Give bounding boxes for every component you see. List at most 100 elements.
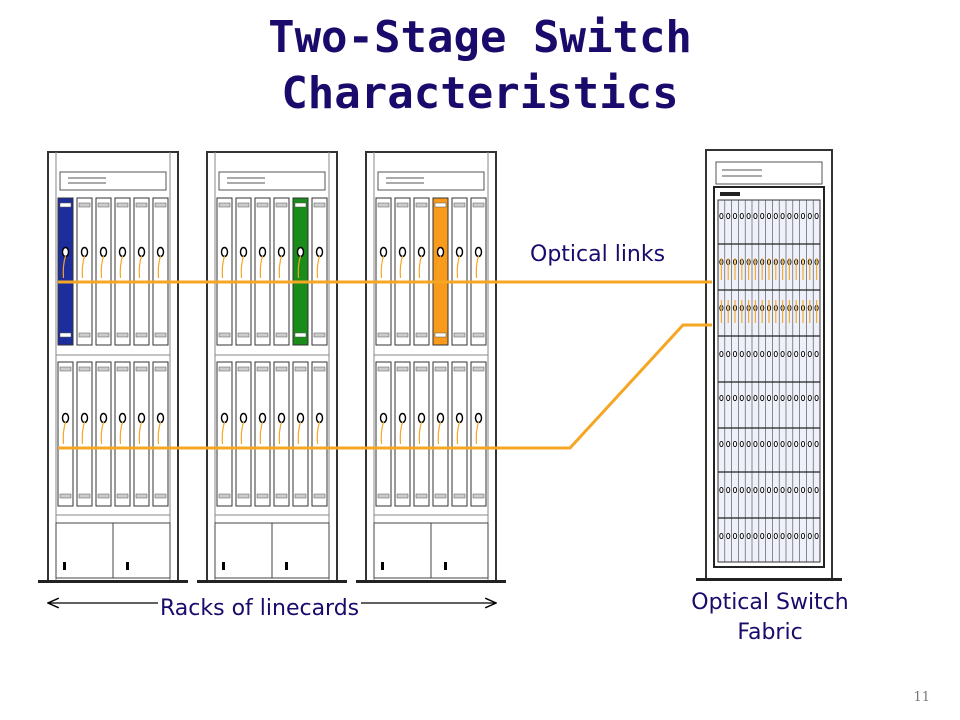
fabric-port: [787, 394, 792, 402]
linecard: [133, 361, 150, 507]
linecard-latch: [218, 366, 231, 372]
linecard-latch: [377, 366, 390, 372]
fiber-connector: [436, 246, 445, 258]
fiber-connector: [258, 412, 267, 424]
linecard-latch: [313, 493, 326, 499]
fiber-stub: [456, 421, 461, 445]
fabric-port: [719, 350, 724, 358]
linecard: [216, 197, 233, 346]
fabric-port: [794, 486, 799, 494]
fiber-stub: [297, 421, 302, 445]
rack-label-plate: [218, 171, 326, 191]
fabric-indicator: [720, 192, 740, 196]
linecard: [394, 197, 411, 346]
linecard-highlighted: [292, 197, 309, 346]
fiber-stub: [418, 255, 423, 279]
fabric-port: [739, 212, 744, 220]
fabric-port: [800, 212, 806, 220]
cabinet-handle: [126, 562, 129, 570]
fiber-connector: [137, 412, 146, 424]
optical-switch-fabric-rack: [696, 149, 842, 581]
optical-links-label: Optical links: [530, 242, 666, 267]
fabric-port: [800, 486, 806, 494]
fabric-port: [766, 532, 772, 540]
fiber-connector: [220, 246, 229, 258]
linecard-latch: [453, 366, 466, 372]
fabric-port: [726, 212, 731, 220]
fabric-port: [766, 486, 772, 494]
fiber-connector: [61, 246, 70, 258]
fabric-port: [719, 212, 724, 220]
fabric-port: [794, 350, 799, 358]
fabric-port: [746, 440, 751, 448]
fabric-port: [787, 486, 792, 494]
fiber-connector: [315, 412, 324, 424]
fabric-port: [800, 532, 806, 540]
fiber-connector: [277, 412, 286, 424]
fiber-connector: [118, 412, 127, 424]
linecard: [451, 361, 468, 507]
linecard: [95, 197, 112, 346]
linecard-latch: [116, 366, 129, 372]
fabric-port: [807, 212, 812, 220]
fiber-stub: [138, 421, 143, 445]
fiber-connector: [61, 412, 70, 424]
linecard-latch: [453, 493, 466, 499]
fiber-connector: [220, 412, 229, 424]
fiber-stub: [380, 255, 385, 279]
fiber-stub: [259, 421, 264, 445]
fabric-port: [773, 212, 778, 220]
fabric-port: [760, 440, 765, 448]
linecard: [235, 361, 252, 507]
fabric-port: [726, 350, 731, 358]
optical-link-bottom: [58, 323, 712, 450]
fiber-stub: [81, 255, 86, 279]
linecard-latch: [294, 332, 307, 338]
linecard: [235, 197, 252, 346]
linecard-latch: [396, 366, 409, 372]
linecard-latch: [396, 202, 409, 208]
linecard-latch: [434, 366, 447, 372]
fiber-stub: [316, 255, 321, 279]
fabric-port: [773, 486, 778, 494]
linecard: [76, 197, 93, 346]
fabric-port: [814, 532, 819, 540]
cabinet-handle: [381, 562, 384, 570]
fiber-connector: [296, 246, 305, 258]
fabric-port: [780, 486, 785, 494]
cabinet-handle: [222, 562, 225, 570]
linecard-latch: [116, 202, 129, 208]
linecard-latch: [154, 202, 167, 208]
linecard-latch: [97, 202, 110, 208]
fabric-port: [766, 440, 772, 448]
linecard-latch: [275, 366, 288, 372]
fabric-card-panel: [717, 199, 821, 563]
fiber-stub: [100, 421, 105, 445]
fiber-stub: [100, 255, 105, 279]
linecard: [216, 361, 233, 507]
linecard-latch: [256, 366, 269, 372]
linecard-latch: [218, 202, 231, 208]
linecard-latch: [97, 332, 110, 338]
fiber-stub: [297, 255, 302, 279]
linecard: [375, 197, 392, 346]
linecard-latch: [396, 493, 409, 499]
fiber-stub: [437, 421, 442, 445]
linecard-latch: [275, 493, 288, 499]
fabric-port: [807, 350, 812, 358]
linecard: [76, 361, 93, 507]
linecard-latch: [377, 493, 390, 499]
linecard-racks: [38, 151, 506, 583]
fabric-port: [780, 350, 785, 358]
fiber-stub: [399, 421, 404, 445]
title-line-2: Characteristics: [281, 68, 679, 119]
fiber-connector: [417, 246, 426, 258]
linecard: [273, 197, 290, 346]
fiber-connector: [258, 246, 267, 258]
fabric-base: [696, 578, 842, 581]
fabric-port: [719, 532, 724, 540]
fiber-connector: [455, 412, 464, 424]
linecard-latch: [154, 366, 167, 372]
linecard-latch: [59, 202, 72, 208]
fabric-port: [746, 212, 751, 220]
